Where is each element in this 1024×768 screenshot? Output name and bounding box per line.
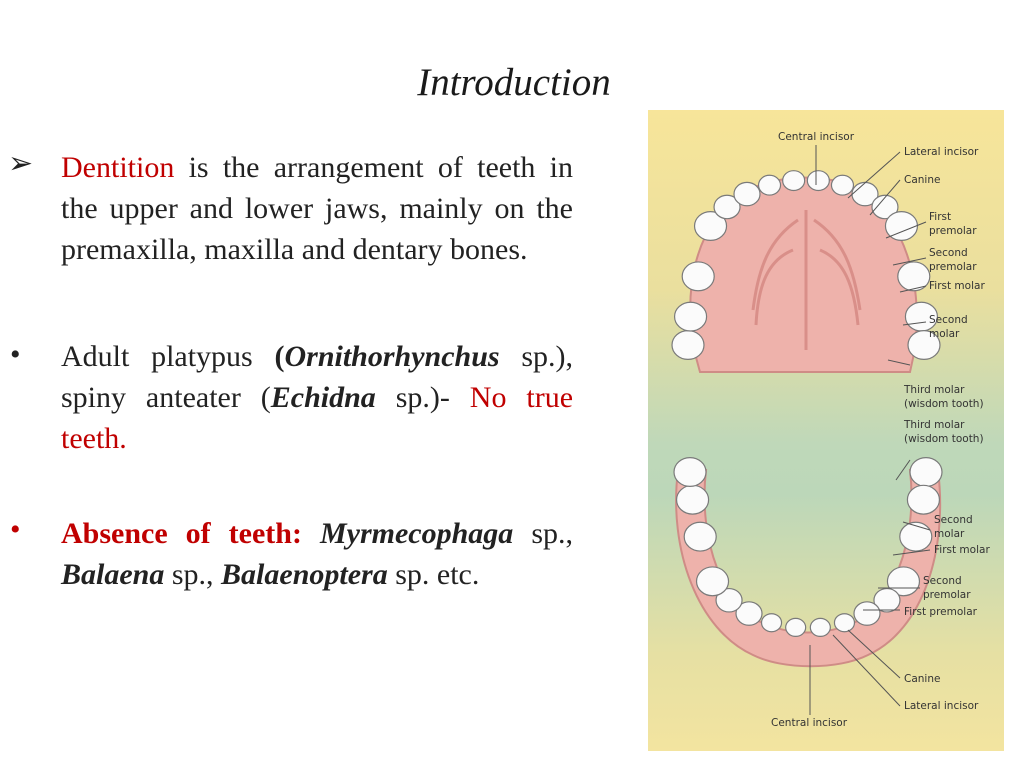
- label-upper-lateral-incisor: Lateral incisor: [904, 146, 979, 158]
- label-lower-first-molar: First molar: [934, 544, 990, 556]
- upper-tooth: [681, 261, 715, 292]
- label-upper-second-molar-1: Second: [929, 314, 968, 326]
- upper-tooth: [907, 330, 941, 361]
- label-upper-third-molar-1: Third molar: [903, 384, 965, 396]
- lower-tooth: [683, 521, 717, 552]
- label-lower-central-incisor: Central incisor: [771, 717, 848, 729]
- label-upper-second-premolar-2: premolar: [929, 261, 977, 273]
- label-upper-second-premolar-1: Second: [929, 247, 968, 259]
- upper-palate-ridges: [751, 210, 862, 350]
- label-lower-third-molar-1: Third molar: [903, 419, 965, 431]
- anteater-text: sp.), spiny anteater (: [61, 340, 573, 414]
- space: [302, 517, 320, 550]
- lower-tooth: [899, 521, 933, 552]
- lower-leader-lines: [809, 459, 931, 715]
- lower-tooth: [873, 587, 901, 613]
- upper-leader-lines: [815, 145, 927, 366]
- sp-etc: sp. etc.: [387, 558, 480, 591]
- sp-separator-2: sp.,: [164, 558, 222, 591]
- label-lower-second-premolar-1: Second: [923, 575, 962, 587]
- lower-tooth: [853, 601, 881, 626]
- absence-heading: Absence of teeth:: [61, 517, 302, 550]
- upper-tooth: [884, 210, 919, 241]
- bullet-no-true-teeth: Adult platypus (Ornithorhynchus sp.), sp…: [61, 336, 573, 459]
- slide-title: Introduction: [417, 61, 611, 104]
- upper-tooth: [671, 330, 705, 361]
- lower-tooth: [909, 457, 943, 488]
- genus-balaena: Balaena: [61, 558, 165, 591]
- upper-teeth: [671, 170, 941, 361]
- genus-ornithorhynchus: Ornithorhynchus: [284, 340, 500, 373]
- genus-myrmecophaga: Myrmecophaga: [319, 517, 514, 550]
- sp-text: sp.)-: [375, 381, 470, 414]
- genus-balaenoptera: Balaenoptera: [221, 558, 388, 591]
- label-lower-first-premolar: First premolar: [904, 606, 978, 618]
- lower-teeth: [673, 457, 943, 638]
- label-upper-first-premolar-1: First: [929, 211, 951, 223]
- platypus-text: Adult platypus: [61, 340, 275, 373]
- upper-tooth: [897, 261, 931, 292]
- lower-tooth: [886, 566, 921, 597]
- upper-tooth: [871, 194, 899, 220]
- genus-echidna: Echidna: [270, 381, 376, 414]
- jaw-illustration: Central incisor Lateral incisor Canine F…: [671, 131, 990, 729]
- label-upper-central-incisor: Central incisor: [778, 131, 855, 143]
- lower-tooth: [785, 617, 807, 638]
- bullet-dot-marker-red: •: [10, 513, 21, 546]
- lower-tooth: [675, 484, 710, 515]
- label-lower-third-molar-2: (wisdom tooth): [904, 433, 984, 445]
- label-upper-first-premolar-2: premolar: [929, 225, 977, 237]
- lower-tooth: [833, 613, 856, 633]
- label-lower-second-molar-1: Second: [934, 514, 973, 526]
- upper-tooth: [806, 170, 830, 192]
- lower-tooth: [760, 613, 783, 633]
- lower-tooth: [715, 587, 743, 613]
- dentition-diagram: Central incisor Lateral incisor Canine F…: [648, 110, 1004, 751]
- no-true-teeth-text: No true teeth.: [61, 381, 574, 455]
- dentition-definition: is the arrangement of teeth in the upper…: [61, 151, 573, 266]
- label-lower-lateral-incisor: Lateral incisor: [904, 700, 979, 712]
- lower-tooth: [906, 484, 941, 515]
- upper-tooth: [757, 174, 782, 196]
- label-lower-canine: Canine: [904, 673, 940, 685]
- term-dentition: Dentition: [61, 151, 175, 184]
- bullet-dot-marker: •: [10, 338, 21, 371]
- label-upper-first-molar: First molar: [929, 280, 985, 292]
- upper-tooth: [713, 194, 741, 220]
- open-paren: (: [274, 340, 285, 373]
- upper-tooth: [673, 301, 708, 332]
- sp-separator-1: sp.,: [513, 517, 573, 550]
- label-upper-canine: Canine: [904, 174, 940, 186]
- lower-tooth: [809, 617, 831, 638]
- label-lower-second-molar-2: molar: [934, 528, 965, 540]
- label-upper-third-molar-2: (wisdom tooth): [904, 398, 984, 410]
- bullet-arrow-marker: ➢: [8, 147, 34, 180]
- lower-tooth: [673, 457, 707, 488]
- lower-tooth: [735, 601, 763, 626]
- label-lower-second-premolar-2: premolar: [923, 589, 971, 601]
- upper-tooth: [733, 181, 761, 207]
- bullet-absence-of-teeth: Absence of teeth: Myrmecophaga sp., Bala…: [61, 513, 573, 595]
- upper-tooth: [782, 170, 806, 192]
- upper-tooth: [830, 174, 855, 196]
- lower-tooth: [695, 566, 730, 597]
- upper-tooth: [693, 210, 728, 241]
- bullet-dentition: Dentition is the arrangement of teeth in…: [61, 147, 573, 270]
- label-upper-second-molar-2: molar: [929, 328, 960, 340]
